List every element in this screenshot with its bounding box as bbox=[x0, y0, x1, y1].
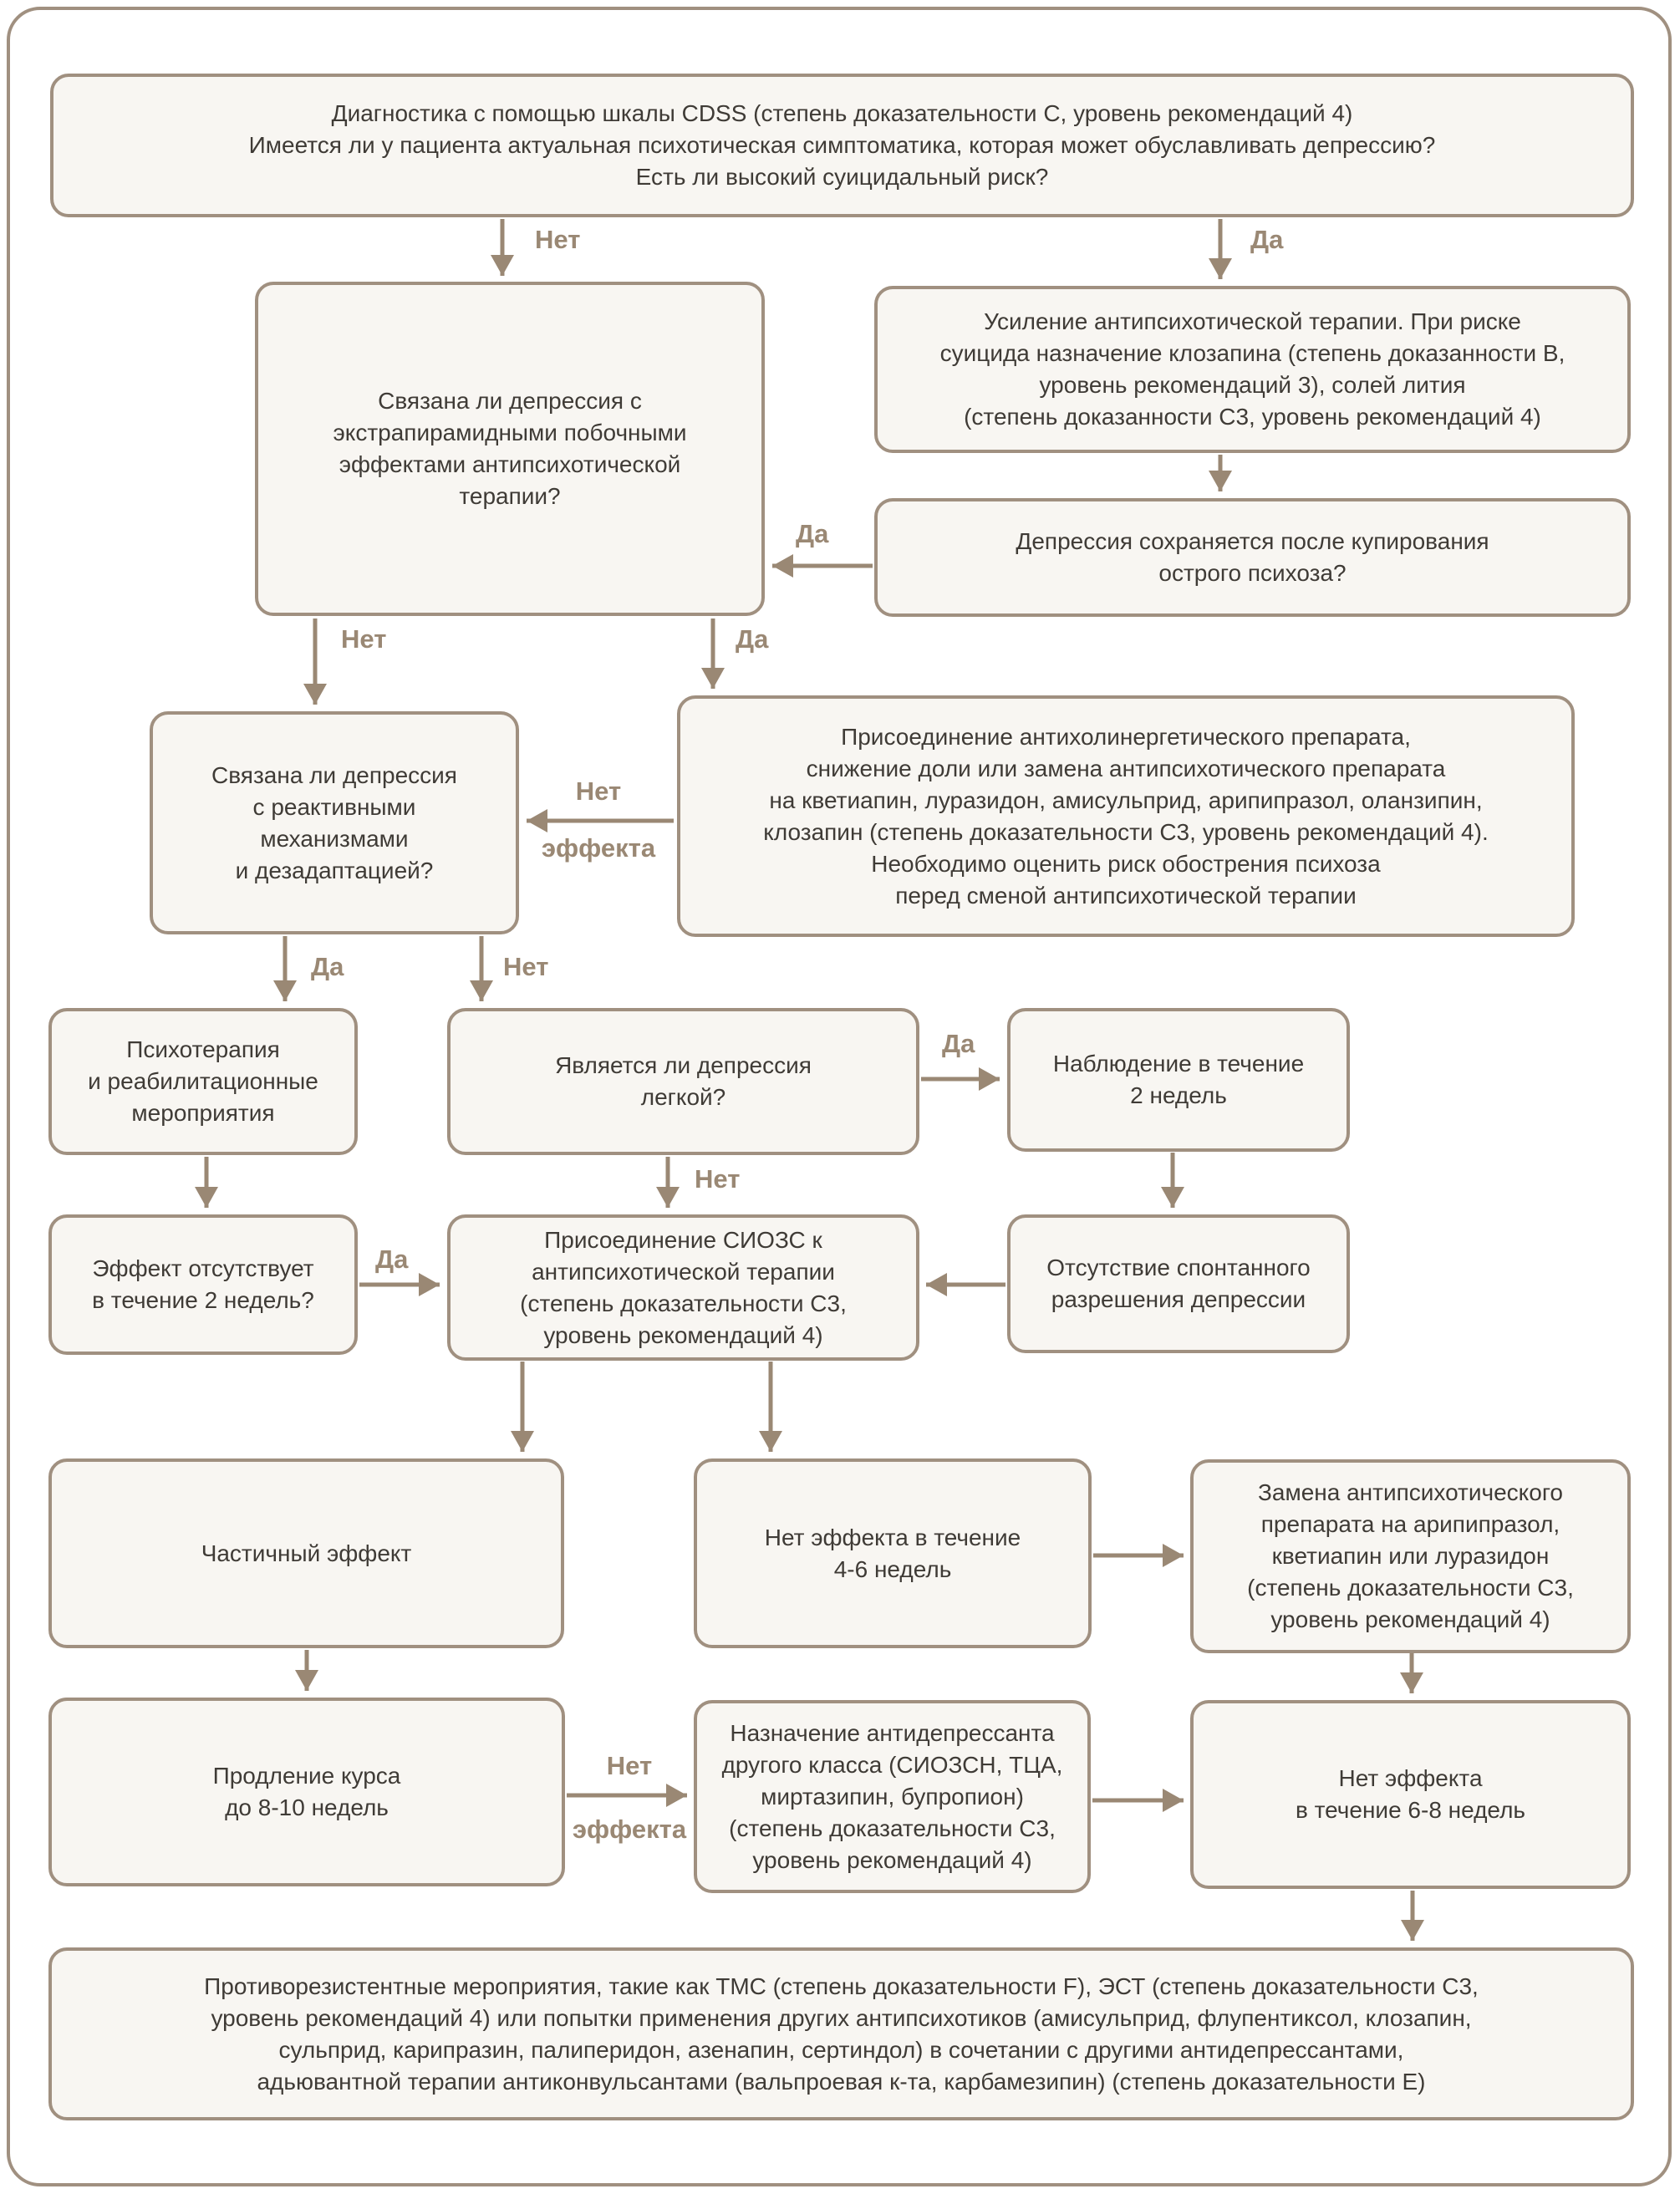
node-no-effect-2w: Эффект отсутствует в течение 2 недель? bbox=[48, 1214, 358, 1355]
node-no-spontaneous: Отсутствие спонтанного разрешения депрес… bbox=[1007, 1214, 1350, 1353]
edge-label-yes: Да bbox=[736, 624, 769, 654]
edge-label-no: Нет bbox=[341, 624, 387, 654]
node-psychotherapy: Психотерапия и реабилитационные мероприя… bbox=[48, 1008, 358, 1155]
edge-label-yes: Да bbox=[375, 1245, 409, 1274]
node-reactive-question: Связана ли депрессия с реактивными механ… bbox=[150, 711, 519, 934]
edge-label-yes: Да bbox=[311, 952, 344, 981]
node-no-effect-4-6w: Нет эффекта в течение 4-6 недель bbox=[694, 1458, 1092, 1648]
node-depression-persists: Депрессия сохраняется после купирования … bbox=[874, 498, 1631, 617]
node-anticholinergic: Присоединение антихолинергетического пре… bbox=[677, 695, 1575, 937]
edge-label-yes: Да bbox=[796, 519, 829, 548]
edge-label-no: Нет bbox=[695, 1164, 741, 1194]
edge-label-no-effect-line1: Нет bbox=[606, 1751, 653, 1780]
node-resistant-measures: Противорезистентные мероприятия, такие к… bbox=[48, 1947, 1634, 2120]
diagram-outer-frame bbox=[7, 7, 1672, 2186]
node-add-ssri: Присоединение СИОЗС к антипсихотической … bbox=[447, 1214, 919, 1361]
node-prolong-course: Продление курса до 8-10 недель bbox=[48, 1698, 565, 1886]
edge-label-no: Нет bbox=[535, 225, 581, 254]
node-partial-effect: Частичный эффект bbox=[48, 1458, 564, 1648]
node-eps-question: Связана ли депрессия с экстрапирамидными… bbox=[255, 282, 765, 616]
node-observation-2w: Наблюдение в течение 2 недель bbox=[1007, 1008, 1350, 1152]
edge-label-no-effect-line2: эффекта bbox=[572, 1815, 687, 1844]
edge-label-yes: Да bbox=[1250, 225, 1284, 254]
node-other-class-antidepressant: Назначение антидепрессанта другого класс… bbox=[694, 1700, 1091, 1893]
node-mild-question: Является ли депрессия легкой? bbox=[447, 1008, 919, 1155]
node-diagnosis-cdss: Диагностика с помощью шкалы CDSS (степен… bbox=[50, 74, 1634, 217]
node-no-effect-6-8w: Нет эффекта в течение 6-8 недель bbox=[1190, 1700, 1631, 1889]
edge-label-no-effect-line2: эффекта bbox=[541, 833, 656, 863]
edge-label-no: Нет bbox=[503, 952, 549, 981]
node-intensify-therapy: Усиление антипсихотической терапии. При … bbox=[874, 286, 1631, 453]
edge-label-no-effect-line1: Нет bbox=[575, 776, 622, 806]
node-switch-antipsychotic: Замена антипсихотического препарата на а… bbox=[1190, 1459, 1631, 1653]
edge-label-yes: Да bbox=[942, 1029, 975, 1058]
